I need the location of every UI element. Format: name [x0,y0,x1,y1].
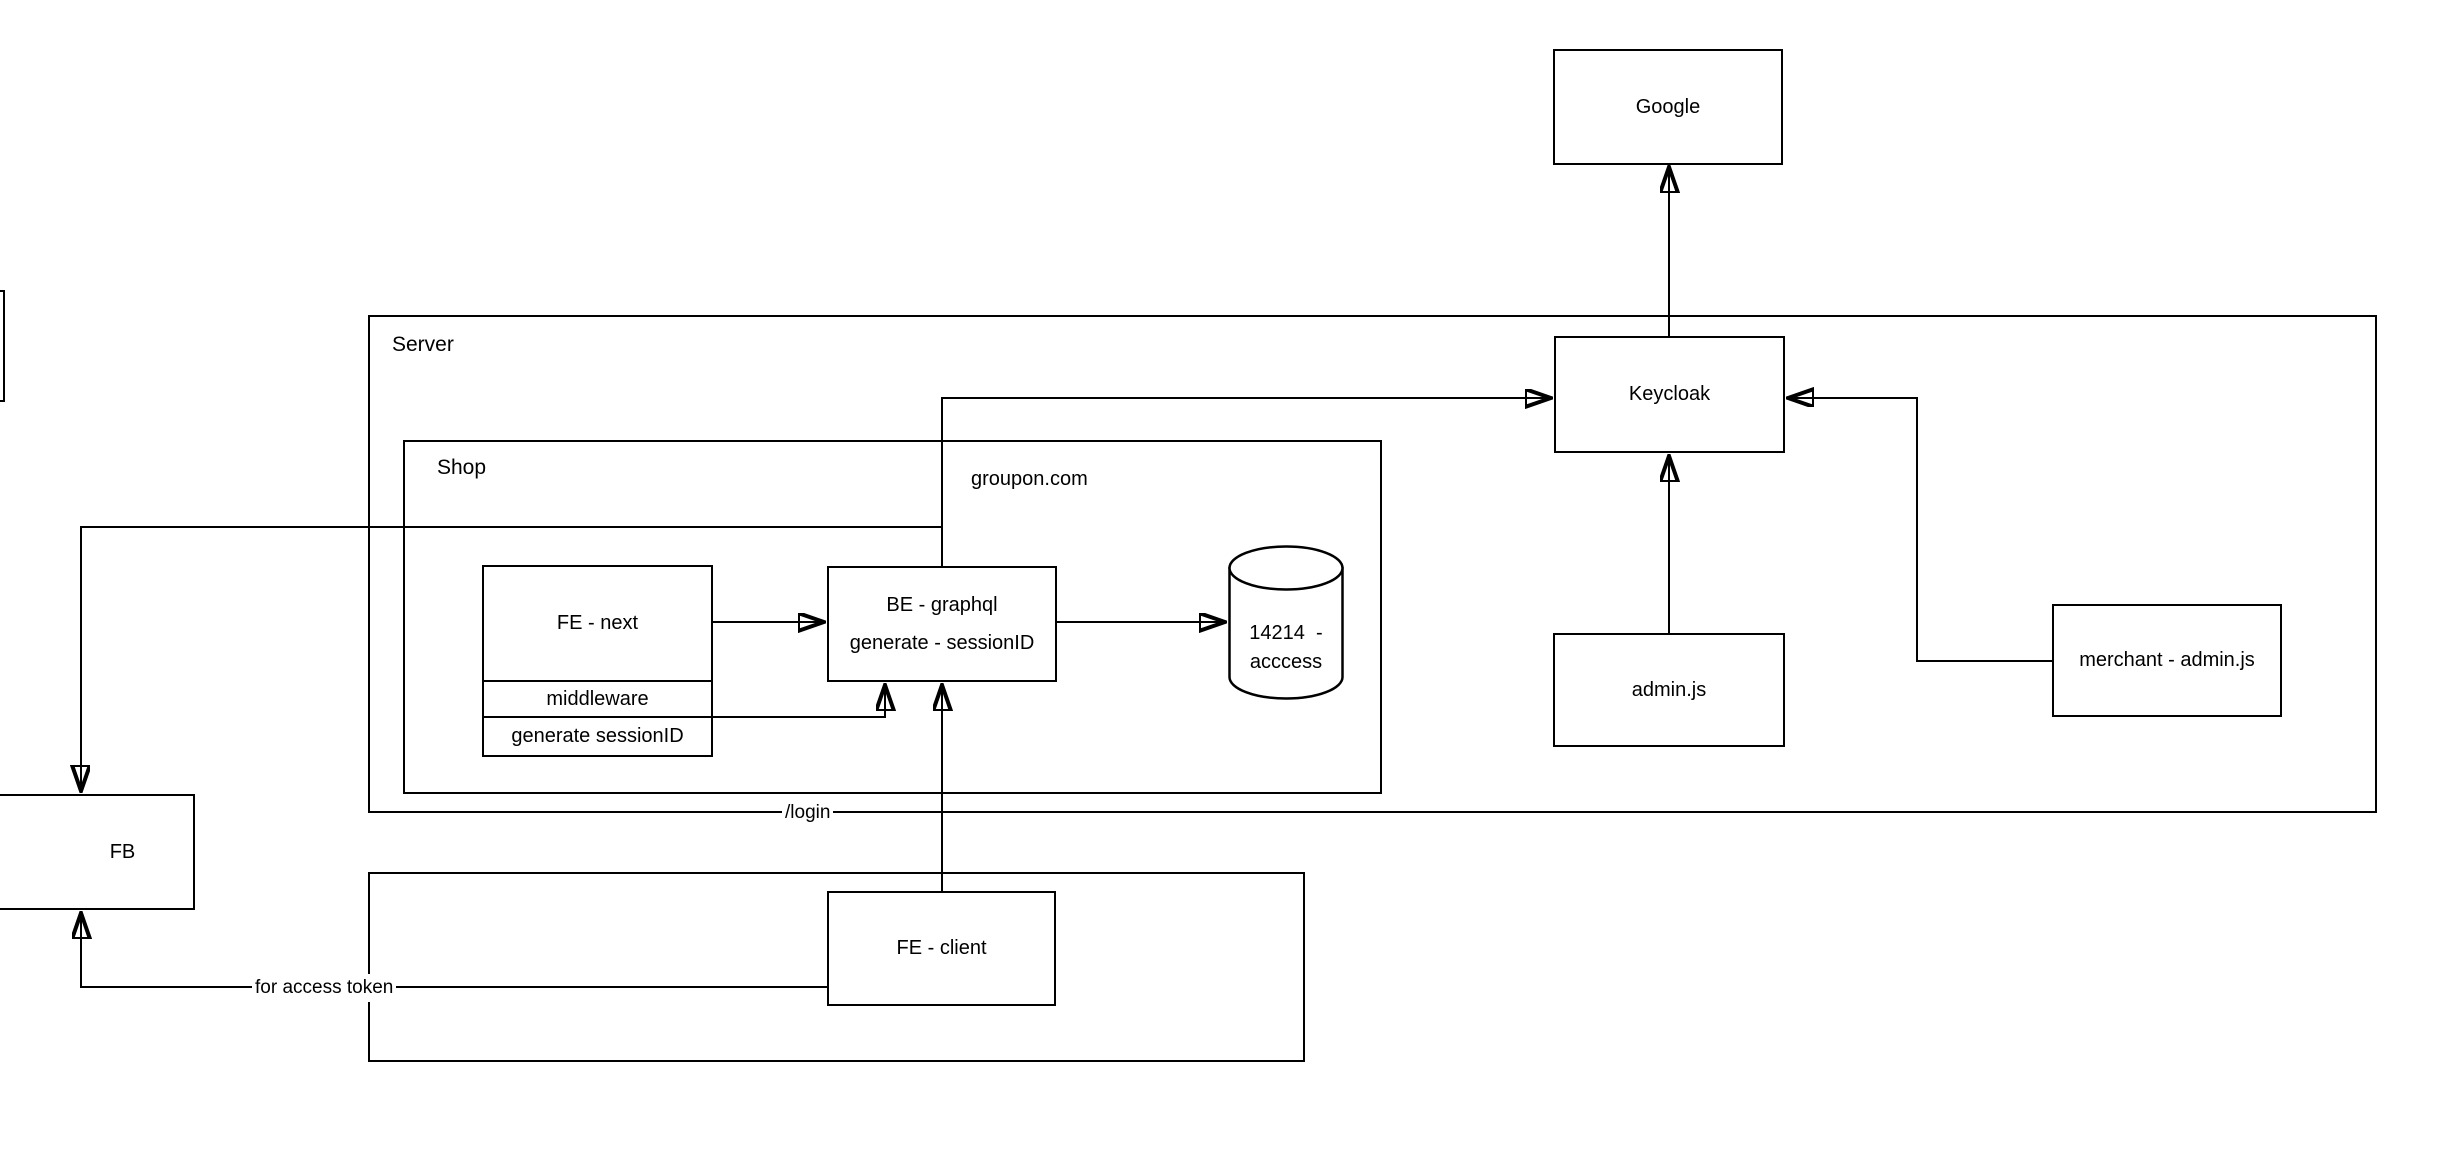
arrow-be-graphql-to-fb[interactable] [81,526,942,791]
fe-next-label: FE - next [556,612,639,634]
adminjs-label: admin.js [1631,678,1707,701]
fe-client-node[interactable]: FE - client [827,891,1056,1006]
arrow-be-graphql-to-keycloak[interactable] [941,398,1551,566]
adminjs-node[interactable]: admin.js [1553,633,1785,747]
merchant-adminjs-node[interactable]: merchant - admin.js [2052,604,2282,717]
login-edge-label: /login [782,799,834,827]
database-node[interactable]: 14214 - acccess [1228,545,1344,700]
database-label-line2: acccess [1249,651,1323,673]
shop-container-label: Shop [437,456,487,479]
google-node[interactable]: Google [1553,49,1783,165]
server-container-label: Server [392,333,454,356]
fb-node[interactable]: FB [0,794,195,910]
groupon-com-label: groupon.com [971,468,1088,490]
arrow-fe-client-to-fb[interactable] [81,913,827,988]
be-graphql-sublabel: generate - sessionID [849,632,1035,654]
merchant-adminjs-label: merchant - admin.js [2079,649,2255,671]
google-label: Google [1635,95,1701,118]
be-graphql-node[interactable]: BE - graphql generate - sessionID [827,566,1057,682]
keycloak-label: Keycloak [1628,383,1711,405]
database-cylinder-icon [1228,545,1344,700]
fe-next-node[interactable]: FE - next middleware generate sessionID [482,565,713,757]
be-graphql-label: BE - graphql [886,594,998,616]
fb-label: FB [109,840,136,863]
keycloak-node[interactable]: Keycloak [1554,336,1785,453]
fe-next-generate-sessionid-label: generate sessionID [511,725,684,747]
fe-next-middleware-row[interactable]: middleware [484,682,711,718]
offscreen-partial-box[interactable] [0,290,5,402]
access-token-edge-label: for access token [252,974,397,1002]
fe-next-main-row[interactable]: FE - next [484,567,711,682]
arrow-middleware-to-be-graphql[interactable] [713,685,885,718]
client-group-container[interactable] [368,872,1305,1062]
database-label-line1: 14214 - [1249,622,1323,644]
fe-next-generate-sessionid-row[interactable]: generate sessionID [484,718,711,755]
server-container[interactable]: Server [368,315,2377,813]
arrow-merchant-adminjs-to-keycloak[interactable] [1788,398,2052,662]
fe-next-middleware-label: middleware [546,687,649,710]
fe-client-label: FE - client [896,937,987,959]
shop-container[interactable]: Shop [403,440,1382,794]
